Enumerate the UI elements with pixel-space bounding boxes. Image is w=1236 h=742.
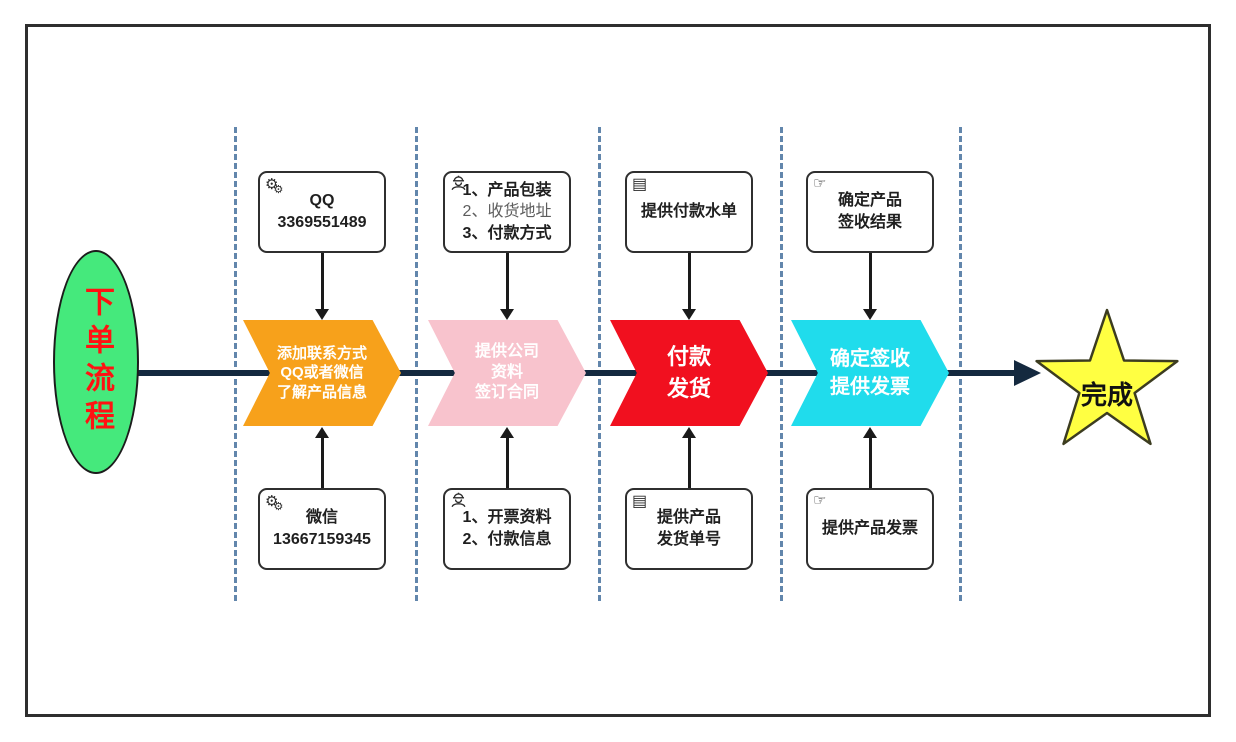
box-product-invoice: ☞ 提供产品发票 <box>806 488 934 570</box>
finish-node: 完成 <box>1028 308 1186 450</box>
connector-down <box>321 253 324 311</box>
dashed-separator-1 <box>234 127 237 601</box>
box-line: 微信 <box>305 509 338 527</box>
finish-node-label: 完成 <box>1080 379 1133 410</box>
box-line: 提供付款水单 <box>640 203 737 221</box>
worker-icon <box>450 491 467 515</box>
step-label-line: 资料 <box>490 363 523 381</box>
table-icon: ▤ <box>632 176 648 193</box>
box-line: 提供产品 <box>656 509 721 527</box>
gears-icon: ⚙⚙ <box>265 493 284 513</box>
dashed-separator-3 <box>598 127 601 601</box>
dashed-separator-2 <box>415 127 418 601</box>
box-payment-slip: ▤ 提供付款水单 <box>625 171 753 253</box>
step-label-line: 了解产品信息 <box>276 383 367 401</box>
connector-up <box>321 437 324 488</box>
box-line: 发货单号 <box>656 531 721 548</box>
connector-up <box>506 437 509 488</box>
box-line: 提供产品发票 <box>821 520 918 538</box>
box-line: 1、产品包装 <box>462 181 552 199</box>
table-icon: ▤ <box>632 493 648 510</box>
step-label-line: 签订合同 <box>474 384 539 402</box>
box-line: 1、开票资料 <box>462 509 552 527</box>
gears-icon: ⚙⚙ <box>265 176 284 196</box>
start-node-label: 下单流程 <box>80 286 113 438</box>
dashed-separator-5 <box>959 127 962 601</box>
arrow-down-icon <box>315 309 329 320</box>
connector-up <box>869 437 872 488</box>
star-icon <box>1035 308 1179 446</box>
connector-down <box>688 253 691 311</box>
box-qq-contact: ⚙⚙ QQ 3369551489 <box>258 171 386 253</box>
box-line: QQ <box>309 192 335 210</box>
box-line: 2、付款信息 <box>462 531 552 548</box>
pointing-hand-icon: ☞ <box>813 492 827 509</box>
step-add-contact: 添加联系方式 QQ或者微信 了解产品信息 <box>243 320 401 426</box>
box-order-details: 1、产品包装 2、收货地址 3、付款方式 <box>443 171 571 253</box>
start-node: 下单流程 <box>53 250 139 474</box>
main-flow-arrowhead-icon <box>1014 360 1041 386</box>
connector-down <box>506 253 509 311</box>
box-line: 3、付款方式 <box>462 224 552 242</box>
box-wechat-contact: ⚙⚙ 微信 13667159345 <box>258 488 386 570</box>
step-label-line: QQ或者微信 <box>280 364 364 382</box>
connector-up <box>688 437 691 488</box>
box-line: 3369551489 <box>277 214 367 231</box>
arrow-down-icon <box>682 309 696 320</box>
box-invoice-info: 1、开票资料 2、付款信息 <box>443 488 571 570</box>
arrow-up-icon <box>863 427 877 438</box>
box-confirm-receipt-result: ☞ 确定产品 签收结果 <box>806 171 934 253</box>
step-label-line: 提供公司 <box>474 342 539 360</box>
arrow-down-icon <box>500 309 514 320</box>
box-line: 签收结果 <box>837 214 902 231</box>
step-label-line: 确定签收 <box>830 348 910 370</box>
arrow-down-icon <box>863 309 877 320</box>
box-line: 2、收货地址 <box>462 203 552 221</box>
step-provide-company-info: 提供公司 资料 签订合同 <box>428 320 586 426</box>
step-label-line: 添加联系方式 <box>276 344 367 362</box>
box-line: 确定产品 <box>837 192 902 210</box>
step-label-line: 发货 <box>666 376 711 401</box>
box-line: 13667159345 <box>273 531 371 548</box>
arrow-up-icon <box>315 427 329 438</box>
connector-down <box>869 253 872 311</box>
dashed-separator-4 <box>780 127 783 601</box>
step-label-line: 付款 <box>666 344 711 370</box>
box-shipping-number: ▤ 提供产品 发货单号 <box>625 488 753 570</box>
worker-icon <box>450 174 467 198</box>
arrow-up-icon <box>682 427 696 438</box>
step-label-line: 提供发票 <box>830 376 910 398</box>
arrow-up-icon <box>500 427 514 438</box>
pointing-hand-icon: ☞ <box>813 175 827 192</box>
